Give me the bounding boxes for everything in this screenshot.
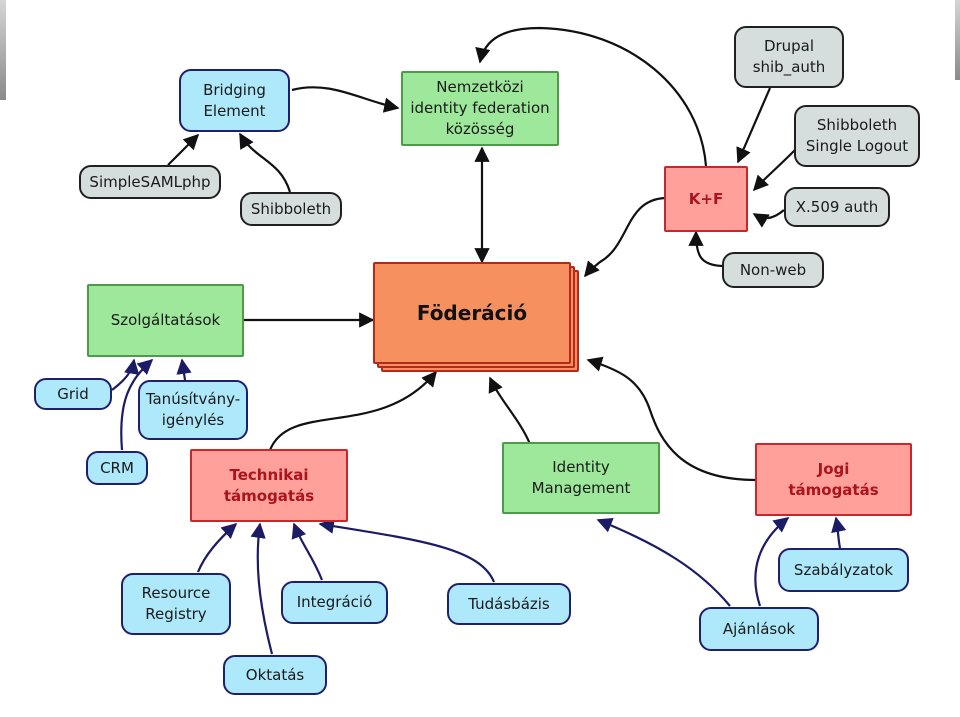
node-shibboleth: Shibboleth (240, 192, 342, 226)
arrow-x509-to-kf (752, 209, 785, 228)
node-tanusitvany-igenyles: Tanúsítvány- igénylés (138, 380, 248, 440)
arrow-kf-to-nemzetkozi (475, 26, 708, 167)
node-oktatas: Oktatás (223, 655, 327, 695)
node-identity-management: Identity Management (502, 442, 660, 514)
arrow-bridging-to-nemzetkozi (291, 86, 400, 113)
node-tudasbazis: Tudásbázis (447, 583, 571, 625)
arrow-shiblogout-to-kf (752, 149, 796, 192)
node-shibboleth-single-logout: Shibboleth Single Logout (794, 105, 920, 167)
node-foderacio: Föderáció (373, 262, 571, 364)
arrow-tudasbazis-to-technikai (318, 518, 496, 583)
node-non-web: Non-web (722, 252, 824, 288)
node-ajanlasok: Ajánlások (699, 607, 819, 651)
arrow-shibboleth-to-bridging (239, 132, 292, 193)
node-crm: CRM (86, 451, 148, 485)
node-x509-auth: X.509 auth (784, 187, 890, 227)
arrow-kf-to-foderacio (584, 196, 666, 278)
arrow-grid-to-szolgaltatasok (111, 358, 140, 391)
node-grid: Grid (34, 378, 112, 410)
node-technikai-tamogatas: Technikai támogatás (190, 449, 348, 522)
node-szabalyzatok: Szabályzatok (778, 548, 909, 592)
node-jogi-tamogatas: Jogi támogatás (755, 443, 912, 516)
node-bridging-element: Bridging Element (179, 69, 290, 132)
arrow-crm-to-szolgaltatasok (120, 358, 154, 451)
arrow-ajanlasok-to-jogi (754, 517, 790, 607)
arrow-ajanlasok-to-identity (596, 518, 731, 607)
arrow-jogi-to-foderacio (586, 356, 757, 482)
arrow-tanusitvany-to-szolgaltatasok (176, 358, 192, 381)
arrow-simplesaml-to-bridging (167, 133, 200, 166)
node-drupal-shib-auth: Drupal shib_auth (734, 26, 844, 88)
arrow-szabalyzatok-to-jogi (831, 516, 847, 549)
left-edge-strip (0, 0, 6, 100)
node-nemzetkozi: Nemzetközi identity federation közösség (401, 71, 559, 146)
right-edge-strip (955, 0, 960, 80)
arrow-resource-to-technikai (196, 522, 238, 573)
arrow-identity-to-foderacio (488, 376, 532, 445)
node-simplesamlphp: SimpleSAMLphp (79, 165, 221, 199)
node-szolgaltatasok: Szolgáltatások (87, 284, 244, 357)
node-kf: K+F (664, 166, 748, 232)
arrow-drupal-to-kf (736, 87, 772, 164)
node-resource-registry: Resource Registry (121, 573, 231, 635)
arrow-technikai-to-foderacio (268, 370, 437, 451)
node-integracio: Integráció (281, 581, 388, 624)
arrow-oktatas-to-technikai (250, 522, 274, 655)
arrow-nonweb-to-kf (688, 230, 723, 268)
arrow-integracio-to-technikai (291, 522, 324, 581)
